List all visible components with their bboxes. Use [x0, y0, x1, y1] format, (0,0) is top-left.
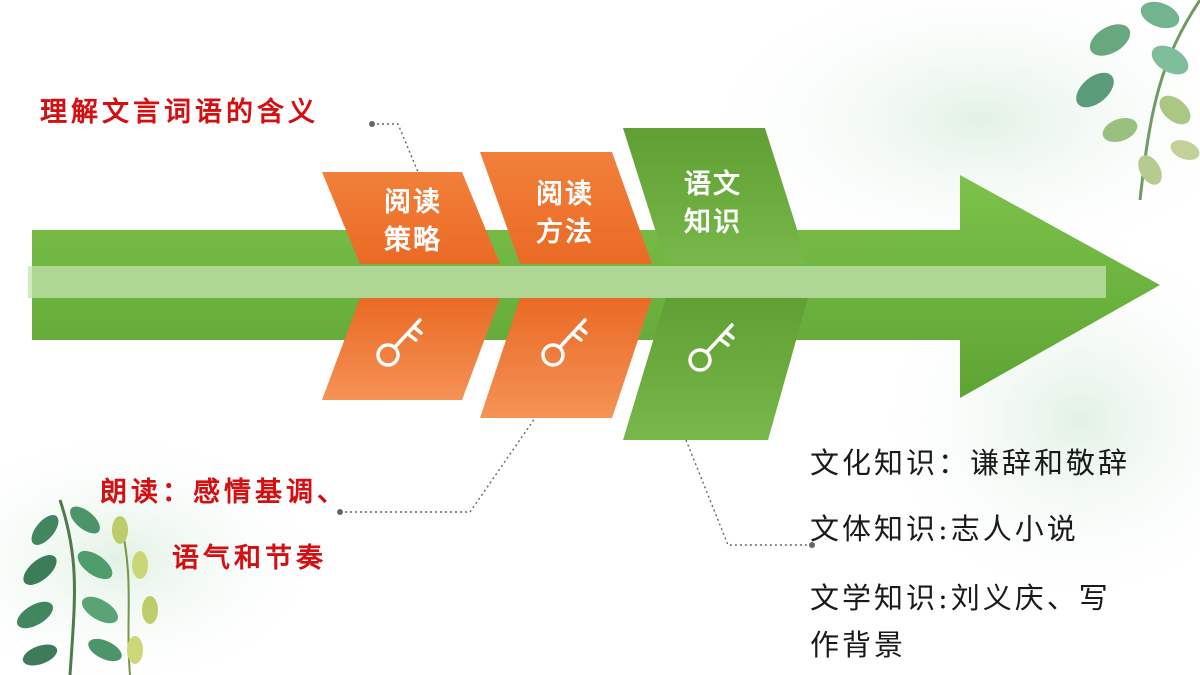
- connector-lines: [340, 123, 812, 546]
- annotation-literary-knowledge-cont: 作背景: [810, 628, 907, 662]
- card-label-chinese-knowledge: 语文 知识: [684, 169, 742, 238]
- annotation-reading-aloud: 朗读：感情基调、: [100, 477, 348, 508]
- connector-dots: [337, 121, 815, 548]
- annotation-literary-knowledge: 文学知识:刘义庆、写: [810, 581, 1111, 615]
- leaf-decoration-bottom-left: [16, 499, 158, 675]
- annotation-cultural-knowledge: 文化知识：谦辞和敬辞: [810, 446, 1131, 480]
- key-icon: [688, 323, 735, 372]
- key-icon: [541, 318, 588, 367]
- card-reading-strategy: [322, 172, 500, 400]
- annotation-classical-words: 理解文言词语的含义: [40, 97, 319, 128]
- card-label-reading-method: 阅读 方法: [536, 179, 594, 248]
- card-reading-method: [480, 152, 652, 418]
- annotation-tone-rhythm: 语气和节奏: [172, 543, 327, 574]
- annotation-genre-knowledge: 文体知识:志人小说: [810, 512, 1079, 546]
- main-arrow: [28, 175, 1160, 398]
- leaf-decoration-top-right: [1076, 0, 1200, 201]
- key-icon: [376, 318, 423, 367]
- card-label-reading-strategy: 阅读 策略: [384, 187, 442, 256]
- card-chinese-knowledge: [623, 128, 808, 440]
